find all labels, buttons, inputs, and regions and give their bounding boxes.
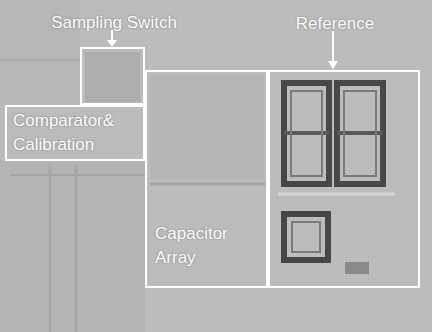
reference-capacitor <box>284 83 329 184</box>
cap-array-area <box>150 75 264 180</box>
leader-arrowhead <box>107 40 117 47</box>
reference-capacitor <box>284 214 328 260</box>
region-label: Comparator& Calibration <box>13 109 141 157</box>
region-label: Reference <box>296 12 374 36</box>
device <box>345 262 369 274</box>
metal-line <box>75 165 78 332</box>
metal-line <box>49 165 52 332</box>
reference-capacitor <box>344 91 376 176</box>
leader-arrowhead <box>328 61 338 69</box>
metal-line <box>0 59 80 61</box>
region-box: Capacitor Array <box>145 70 268 288</box>
reference-capacitor <box>337 83 383 184</box>
reference-capacitor <box>292 222 320 252</box>
region-box: Comparator& Calibration <box>5 105 145 161</box>
reference-capacitor <box>291 91 322 176</box>
logic-area <box>0 160 145 332</box>
metal-line <box>150 183 265 186</box>
region-label: Capacitor Array <box>155 222 255 270</box>
metal-line <box>278 193 395 196</box>
region-box: Sampling Switch <box>80 47 145 105</box>
switch-layout <box>85 52 140 102</box>
region-box: Reference <box>268 70 420 288</box>
region-label: Sampling Switch <box>51 11 177 35</box>
metal-line <box>10 174 145 176</box>
leader-line <box>332 31 334 62</box>
